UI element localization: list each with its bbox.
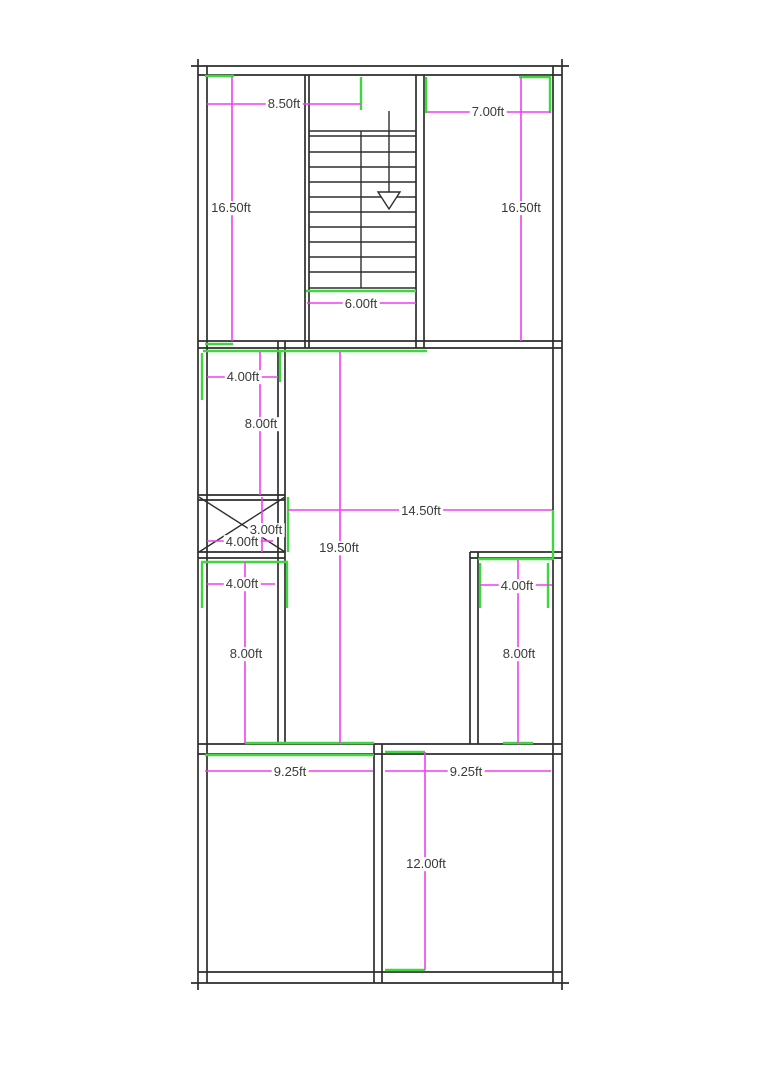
outer-walls: [191, 59, 569, 990]
dimension-label-mid-left-upper-height: 8.00ft: [242, 416, 280, 432]
dimension-label-hall-height: 19.50ft: [317, 540, 361, 556]
shaft-cross: [198, 496, 286, 553]
staircase: [309, 130, 416, 289]
dimension-label-top-left-width: 8.50ft: [265, 96, 303, 112]
dimension-label-bottom-right-height: 12.00ft: [404, 856, 448, 872]
dimension-label-mid-left-upper-width: 4.00ft: [224, 369, 262, 385]
dimension-label-shaft-height: 3.00ft: [247, 522, 285, 538]
dimension-label-bottom-right-width: 9.25ft: [447, 764, 485, 780]
dimension-label-top-right-height: 16.50ft: [499, 200, 543, 216]
dimension-label-bottom-left-width: 9.25ft: [271, 764, 309, 780]
dimension-label-mid-left-lower-width: 4.00ft: [223, 576, 261, 592]
dimension-label-stair-width: 6.00ft: [342, 296, 380, 312]
dimension-label-mid-right-height: 8.00ft: [500, 646, 538, 662]
opening-markers: [200, 74, 555, 972]
dimension-label-shaft-width: 4.00ft: [223, 534, 261, 550]
dimension-label-mid-left-lower-height: 8.00ft: [227, 646, 265, 662]
dimension-label-top-left-height: 16.50ft: [209, 200, 253, 216]
dimension-label-hall-width: 14.50ft: [399, 503, 443, 519]
interior-walls: [198, 75, 562, 983]
stair-down-arrow-icon: [376, 111, 402, 211]
dimension-label-top-right-width: 7.00ft: [469, 104, 507, 120]
dimension-label-mid-right-width: 4.00ft: [498, 578, 536, 594]
